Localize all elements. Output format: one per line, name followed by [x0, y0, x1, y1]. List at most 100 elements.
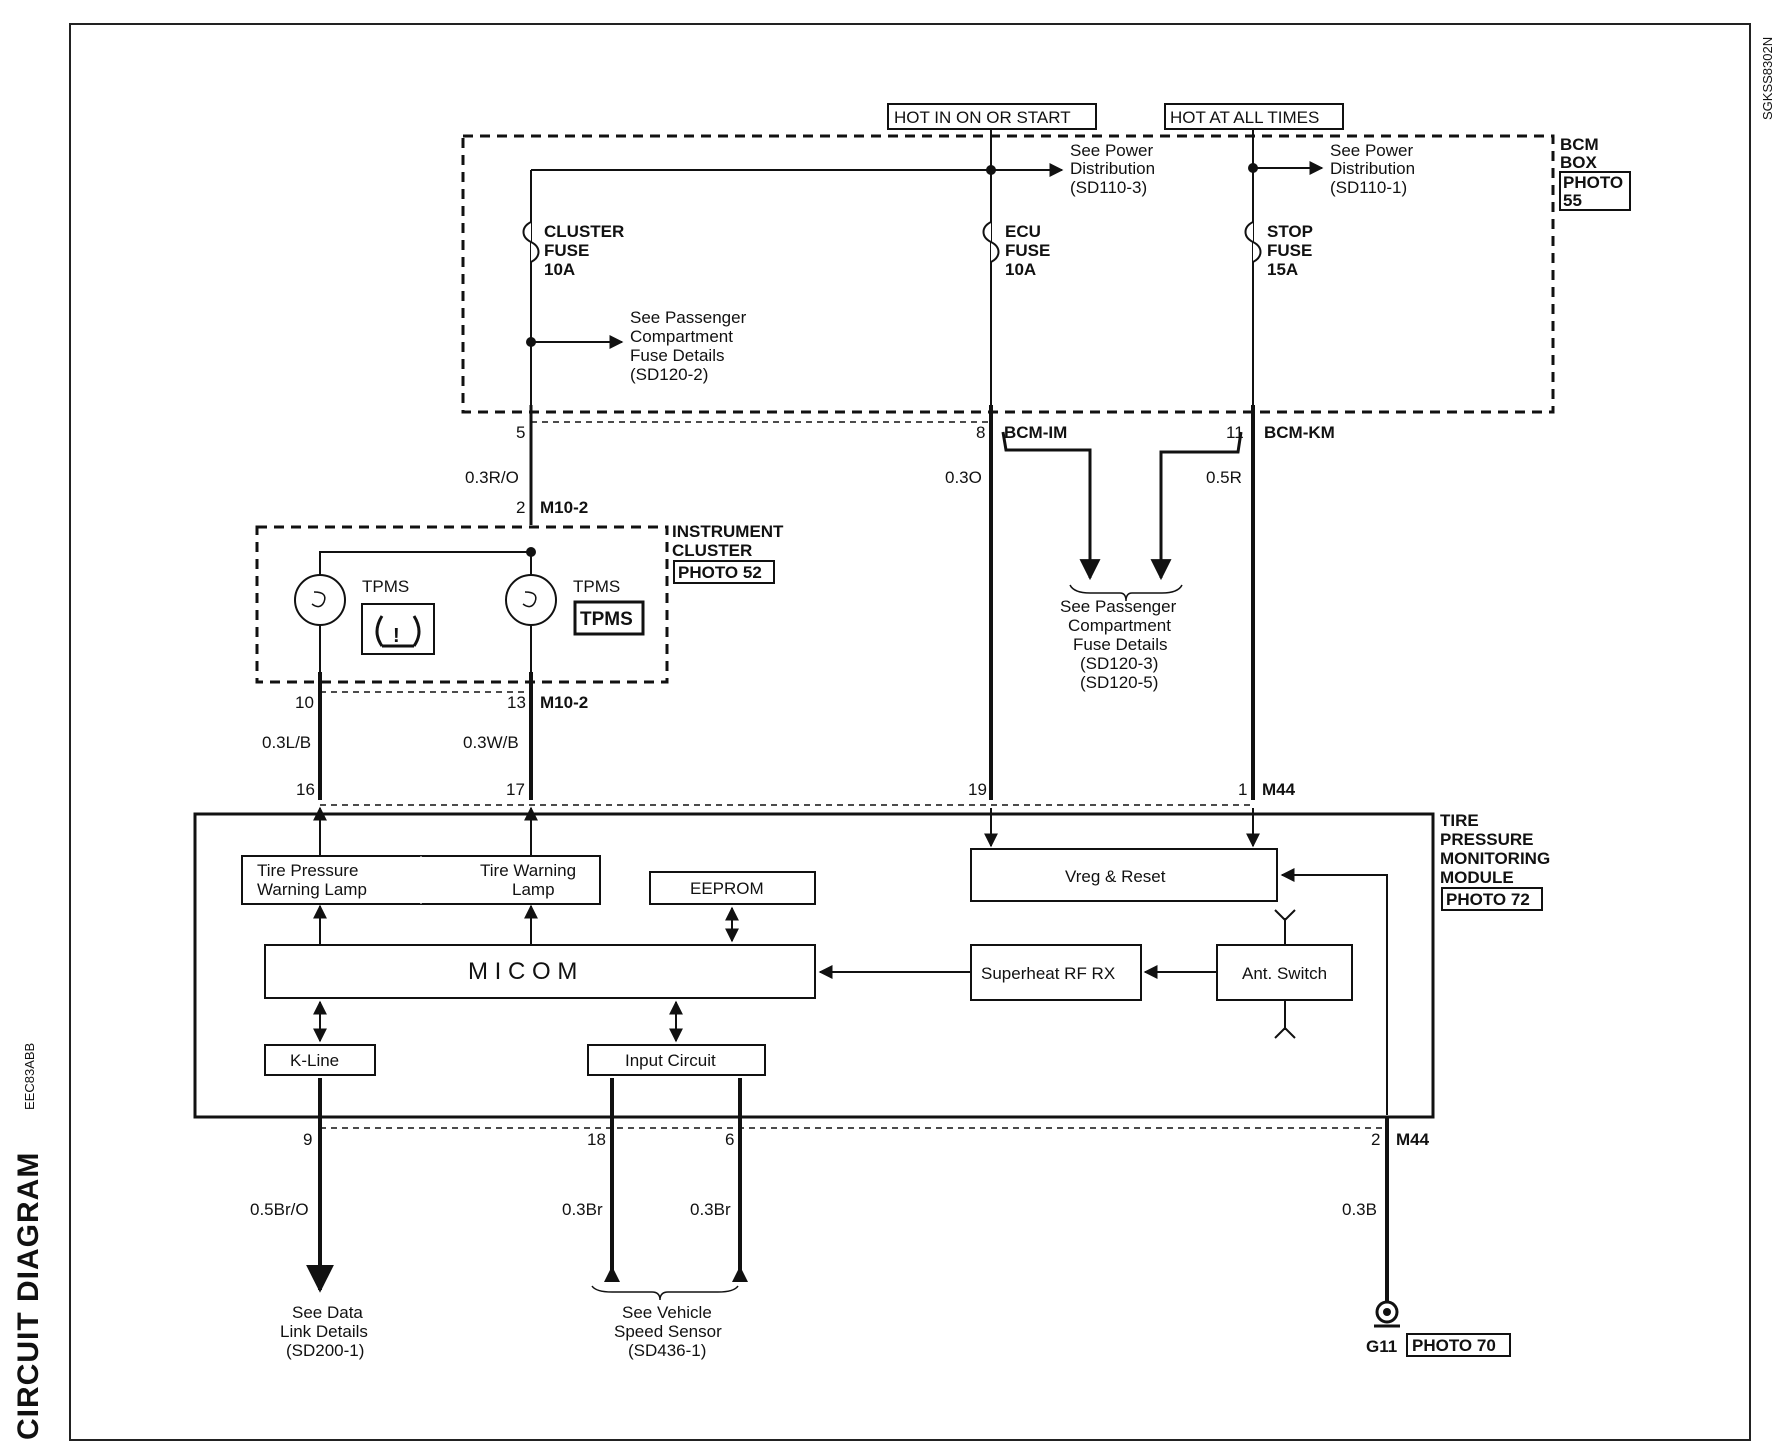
- vreg-reset-block: [970, 848, 1278, 902]
- wire-label-05bro: 0.5Br/O: [250, 1200, 309, 1219]
- wire-label-03ro: 0.3R/O: [465, 468, 519, 487]
- pin-1: 1: [1238, 780, 1247, 799]
- passenger-ref-2e: (SD120-5): [1080, 673, 1158, 692]
- stop-fuse-symbol: [1244, 221, 1262, 263]
- eeprom-block: [649, 871, 816, 905]
- splice-cluster: [526, 337, 536, 347]
- tpms-module-outline: [193, 812, 1435, 1119]
- eeprom-label: EEPROM: [690, 879, 764, 898]
- stop-fuse-rating: 15A: [1267, 260, 1298, 279]
- tw-lamp-label-2: Lamp: [512, 880, 555, 899]
- stop-fuse-label: STOP: [1267, 222, 1313, 241]
- arrow-ground-vreg: [1280, 868, 1388, 1115]
- data-link-ref: See Data: [292, 1303, 363, 1322]
- kline-block: [264, 1044, 376, 1076]
- wire-label-03lb: 0.3L/B: [262, 733, 311, 752]
- tpms-lamp-a-icon: [294, 574, 346, 626]
- ground-photo-box: [1406, 1333, 1511, 1357]
- wire-ecu-to-passenger: [1001, 431, 1101, 581]
- ecu-fuse-label: ECU: [1005, 222, 1041, 241]
- bcm-title-2: BOX: [1560, 153, 1598, 172]
- bcm-photo-number: 55: [1563, 191, 1582, 210]
- splice-stop: [1248, 163, 1258, 173]
- pin-10: 10: [295, 693, 314, 712]
- tpms-lamp-a-filament: [311, 591, 326, 608]
- tpms-exclamation-icon: !: [393, 625, 400, 647]
- cluster-fuse-symbol: [522, 221, 540, 263]
- ant-switch-label: Ant. Switch: [1242, 964, 1327, 983]
- pin-17: 17: [506, 780, 525, 799]
- connector-m44-top: M44: [1262, 780, 1296, 799]
- tp-lamp-label-2: Warning Lamp: [257, 880, 367, 899]
- antenna-top-icon: [1274, 909, 1296, 922]
- bcm-title: BCM: [1560, 135, 1599, 154]
- vss-ref-3: (SD436-1): [628, 1341, 706, 1360]
- power-dist-text-1: See Power: [1070, 141, 1153, 160]
- passenger-ref-1c: Fuse Details: [630, 346, 724, 365]
- ground-icon-center: [1383, 1308, 1391, 1316]
- ground-label: G11: [1366, 1337, 1397, 1356]
- pin-2-m44: 2: [1371, 1130, 1380, 1149]
- ecu-fuse-label-2: FUSE: [1005, 241, 1050, 260]
- data-link-ref-2: Link Details: [280, 1322, 368, 1341]
- instrument-cluster-outline: [255, 525, 669, 684]
- pin-18: 18: [587, 1130, 606, 1149]
- power-dist-ref-1: (SD110-3): [1070, 178, 1147, 197]
- cluster-photo-box: [673, 560, 775, 584]
- stop-fuse-label-2: FUSE: [1267, 241, 1312, 260]
- wire-label-03br-b: 0.3Br: [690, 1200, 731, 1219]
- wire-stop-to-passenger: [1150, 431, 1243, 581]
- pin-13: 13: [507, 693, 526, 712]
- figure-code: SGKSS8302N: [1760, 36, 1775, 120]
- hot-all-times-box: [1164, 103, 1344, 130]
- input-circuit-label: Input Circuit: [625, 1051, 716, 1070]
- vss-ref: See Vehicle: [622, 1303, 712, 1322]
- cluster-title: INSTRUMENT: [672, 522, 784, 541]
- power-dist-text-1b: Distribution: [1070, 159, 1155, 178]
- tpms-text-box: [573, 600, 645, 636]
- module-title-3: MONITORING: [1440, 849, 1550, 868]
- ground-photo-label: PHOTO 70: [1412, 1336, 1496, 1355]
- vss-marker-a: [604, 1266, 620, 1282]
- input-circuit-block: [587, 1044, 766, 1076]
- splice-ecu: [986, 165, 996, 175]
- micom-block: [264, 944, 816, 999]
- cluster-title-2: CLUSTER: [672, 541, 752, 560]
- module-title: TIRE: [1440, 811, 1479, 830]
- rf-rx-label: Superheat RF RX: [981, 964, 1115, 983]
- module-title-4: MODULE: [1440, 868, 1514, 887]
- passenger-ref-1d: (SD120-2): [630, 365, 708, 384]
- hot-all-times-label: HOT AT ALL TIMES: [1170, 108, 1319, 127]
- bcm-photo-box: [1559, 171, 1631, 211]
- page-frame: [69, 23, 1751, 1441]
- tpms-text-indicator: TPMS: [580, 609, 633, 630]
- antenna-bottom-icon: [1274, 1026, 1296, 1039]
- passenger-ref-1b: Compartment: [630, 327, 733, 346]
- cluster-fuse-label-2: FUSE: [544, 241, 589, 260]
- ecu-fuse-rating: 10A: [1005, 260, 1036, 279]
- pin-6: 6: [725, 1130, 734, 1149]
- pin-16: 16: [296, 780, 315, 799]
- tpms-tire-icon: [375, 615, 421, 648]
- module-photo-label: PHOTO 72: [1446, 890, 1530, 909]
- tpms-lamp-b-icon: [505, 574, 557, 626]
- vss-marker-b: [732, 1266, 748, 1282]
- pin-8: 8: [976, 423, 985, 442]
- hot-in-on-label: HOT IN ON OR START: [894, 108, 1071, 127]
- tpms-label-a: TPMS: [362, 577, 409, 596]
- connector-m44-bottom: M44: [1396, 1130, 1430, 1149]
- passenger-ref-1: See Passenger: [630, 308, 747, 327]
- power-dist-ref-2: (SD110-1): [1330, 178, 1407, 197]
- ant-switch-block: [1216, 944, 1353, 1001]
- wire-label-03b: 0.3B: [1342, 1200, 1377, 1219]
- wire-label-05r: 0.5R: [1206, 468, 1242, 487]
- power-dist-text-2b: Distribution: [1330, 159, 1415, 178]
- data-link-ref-3: (SD200-1): [286, 1341, 364, 1360]
- micom-label: M I C O M: [468, 958, 577, 985]
- passenger-ref-2c: Fuse Details: [1073, 635, 1167, 654]
- connector-bcm-im: BCM-IM: [1004, 423, 1067, 442]
- kline-label: K-Line: [290, 1051, 339, 1070]
- bcm-box-outline: [461, 134, 1555, 414]
- vreg-reset-label: Vreg & Reset: [1065, 867, 1166, 886]
- cluster-fuse-rating: 10A: [544, 260, 575, 279]
